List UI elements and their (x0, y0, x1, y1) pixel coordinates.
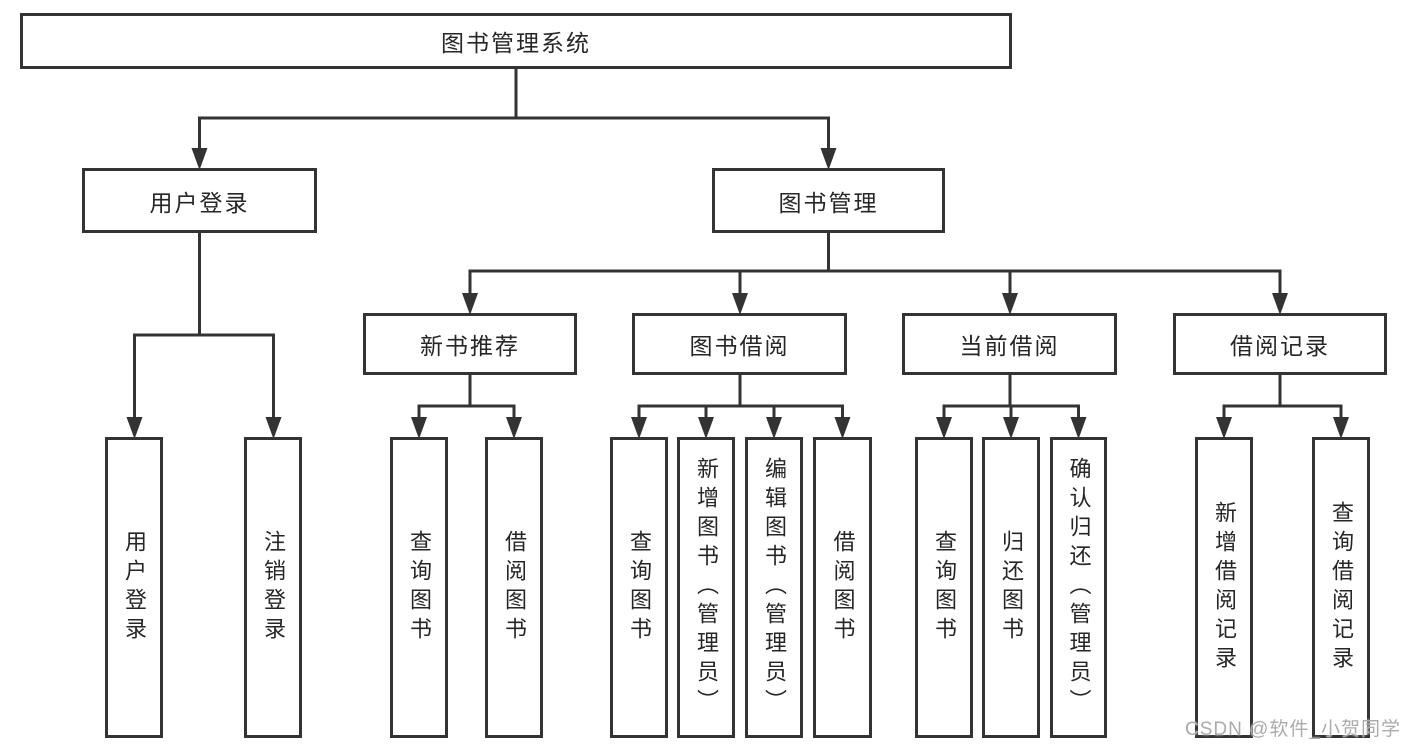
node-current-borrow: 当前借阅 (902, 313, 1117, 375)
node-borrow-records: 借阅记录 (1173, 313, 1387, 375)
leaf-borrow-book-newbook-label: 借阅图书 (502, 529, 527, 646)
node-book-borrow: 图书借阅 (632, 313, 847, 375)
leaf-query-book-borrow: 查询图书 (610, 437, 668, 738)
leaf-add-borrow-record: 新增借阅记录 (1195, 437, 1253, 738)
leaf-borrow-book-newbook: 借阅图书 (485, 437, 543, 738)
leaf-query-book-current-label: 查询图书 (932, 529, 957, 646)
leaf-edit-book-admin: 编辑图书（管理员） (745, 437, 803, 738)
leaf-return-book: 归还图书 (982, 437, 1040, 738)
leaf-logout: 注销登录 (244, 437, 302, 738)
leaf-confirm-return-admin-label: 确认归还（管理员） (1066, 457, 1092, 718)
leaf-query-book-current: 查询图书 (915, 437, 973, 738)
csdn-watermark: CSDN @软件_小贺同学 (1185, 719, 1401, 740)
leaf-query-book-newbook-label: 查询图书 (407, 529, 432, 646)
arrowheads (126, 148, 1349, 439)
leaf-borrow-book-borrow-label: 借阅图书 (830, 529, 856, 646)
leaf-user-login-label: 用户登录 (122, 529, 147, 646)
node-current-borrow-label: 当前借阅 (959, 333, 1060, 359)
leaf-return-book-label: 归还图书 (999, 529, 1024, 646)
leaf-query-borrow-record: 查询借阅记录 (1312, 437, 1370, 738)
leaf-add-book-admin: 新增图书（管理员） (677, 437, 735, 738)
leaf-confirm-return-admin: 确认归还（管理员） (1050, 437, 1107, 738)
leaf-edit-book-admin-label: 编辑图书（管理员） (762, 457, 787, 718)
leaf-add-book-admin-label: 新增图书（管理员） (694, 457, 719, 718)
node-borrow-records-label: 借阅记录 (1230, 333, 1330, 359)
node-book-management: 图书管理 (712, 168, 945, 233)
leaf-query-book-newbook: 查询图书 (390, 437, 448, 738)
leaf-query-borrow-record-label: 查询借阅记录 (1329, 500, 1354, 675)
leaf-logout-label: 注销登录 (261, 529, 286, 646)
node-user-login-label: 用户登录 (149, 189, 250, 216)
node-root: 图书管理系统 (20, 13, 1012, 69)
node-book-management-label: 图书管理 (778, 189, 879, 216)
leaf-borrow-book-borrow: 借阅图书 (813, 437, 872, 738)
node-book-borrow-label: 图书借阅 (689, 333, 790, 359)
node-new-book-recommend-label: 新书推荐 (420, 333, 520, 359)
node-user-login: 用户登录 (82, 168, 317, 233)
leaf-query-book-borrow-label: 查询图书 (627, 529, 652, 646)
node-new-book-recommend: 新书推荐 (363, 313, 577, 375)
leaf-user-login: 用户登录 (105, 437, 163, 738)
leaf-add-borrow-record-label: 新增借阅记录 (1212, 500, 1237, 675)
node-root-label: 图书管理系统 (441, 30, 591, 56)
